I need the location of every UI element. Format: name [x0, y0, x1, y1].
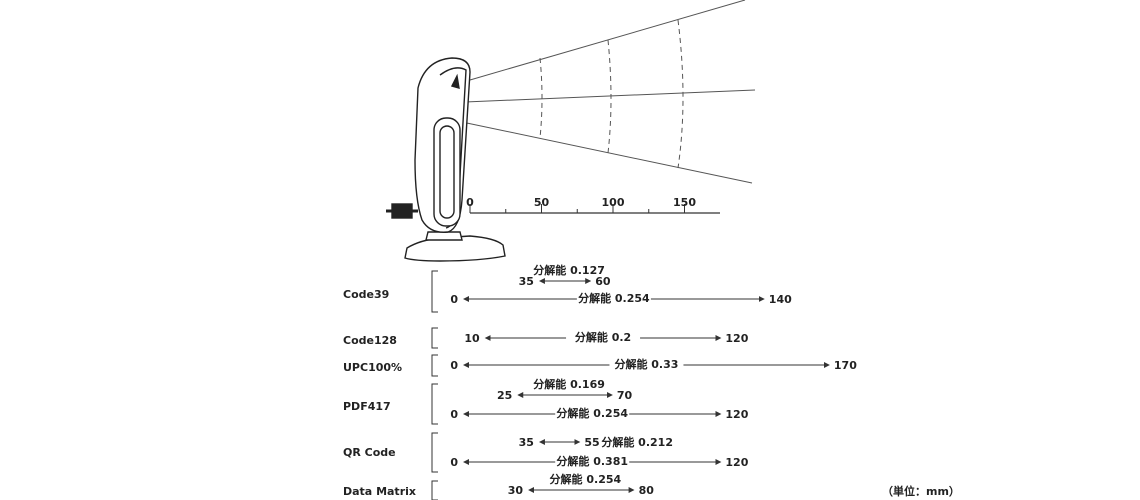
- row-bracket: [431, 432, 438, 473]
- scanner-neck: [425, 231, 463, 241]
- resolution-label: 分解能 0.254: [578, 291, 650, 305]
- code-name-label: Code128: [343, 334, 397, 347]
- code-row: Data Matrix 30 80 分解能 0.254: [343, 472, 654, 500]
- res-label-bg: [576, 292, 651, 304]
- code-name-label: Data Matrix: [343, 485, 416, 498]
- code-row: UPC100% 0 170 分解能 0.33: [343, 354, 857, 377]
- scanner-device: [386, 57, 506, 262]
- code-name-label: Code39: [343, 288, 389, 301]
- unit-note: （単位：mm）: [882, 484, 960, 498]
- distance-axis: 0 50 100 150: [466, 196, 720, 214]
- row-bracket: [431, 270, 438, 313]
- res-label-bg: [566, 331, 641, 343]
- resolution-label: 分解能 0.169: [533, 377, 605, 391]
- range-min-label: 0: [450, 408, 458, 421]
- range-min-label: 25: [497, 389, 512, 402]
- axis-tick-label: 150: [673, 196, 696, 209]
- range-min-label: 10: [464, 332, 480, 345]
- scan-field: [461, 0, 756, 184]
- range-min-label: 0: [450, 293, 458, 306]
- range-max-label: 80: [639, 484, 655, 497]
- res-label-bg: [555, 455, 630, 467]
- range-min-label: 35: [519, 436, 534, 449]
- range-max-label: 120: [725, 456, 748, 469]
- scan-field-arc-50: [539, 57, 543, 139]
- row-bracket: [431, 327, 438, 349]
- scan-field-arc-100: [607, 39, 612, 154]
- resolution-label: 分解能 0.212: [601, 435, 673, 449]
- resolution-label: 分解能 0.254: [556, 406, 628, 420]
- scan-field-arc-150: [677, 19, 684, 169]
- resolution-label: 分解能 0.33: [614, 357, 678, 371]
- resolution-label: 分解能 0.254: [550, 472, 622, 486]
- scan-field-center-line: [464, 89, 756, 103]
- code-name-label: QR Code: [343, 446, 396, 459]
- resolution-label: 分解能 0.127: [533, 263, 605, 277]
- resolution-label: 分解能 0.381: [556, 454, 628, 468]
- res-label-bg: [555, 407, 630, 419]
- range-max-label: 120: [725, 332, 748, 345]
- range-min-label: 0: [450, 456, 458, 469]
- code-row: PDF417 25 70 分解能 0.169 0 120 分解能 0.254: [343, 377, 749, 425]
- code-name-label: UPC100%: [343, 361, 402, 374]
- range-max-label: 60: [595, 275, 611, 288]
- res-label-bg: [609, 358, 684, 370]
- scan-field-lower-edge: [461, 121, 753, 184]
- scanner-window-inner: [439, 125, 455, 219]
- range-max-label: 140: [769, 293, 792, 306]
- resolution-label: 分解能 0.2: [575, 330, 631, 344]
- row-bracket: [431, 383, 438, 425]
- row-bracket: [431, 480, 438, 500]
- range-min-label: 35: [519, 275, 534, 288]
- range-max-label: 120: [725, 408, 748, 421]
- range-max-label: 170: [834, 359, 857, 372]
- code-name-label: PDF417: [343, 400, 391, 413]
- row-bracket: [431, 354, 438, 377]
- range-min-label: 0: [450, 359, 458, 372]
- scan-field-upper-edge: [469, 0, 746, 81]
- range-max-label: 70: [617, 389, 633, 402]
- axis-tick-label: 100: [602, 196, 625, 209]
- axis-tick-label: 0: [466, 196, 474, 209]
- code-row: Code128 10 120 分解能 0.2: [343, 327, 749, 349]
- range-max-label: 55: [584, 436, 599, 449]
- range-min-label: 30: [508, 484, 524, 497]
- scanner-led-icon: [450, 73, 460, 89]
- axis-tick-label: 50: [534, 196, 550, 209]
